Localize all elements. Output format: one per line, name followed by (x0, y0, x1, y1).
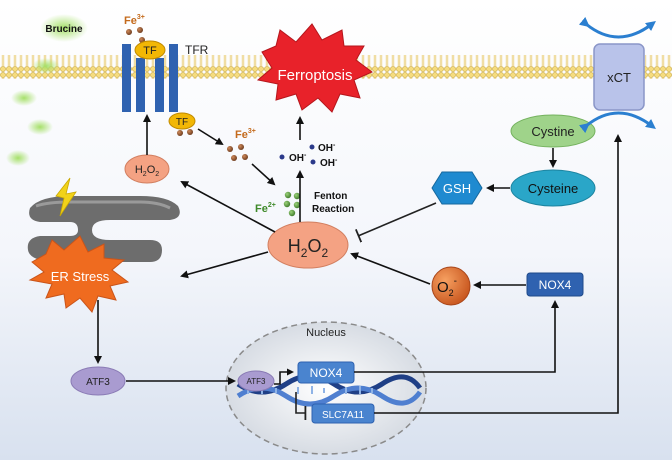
oh-label-1: OH- (318, 142, 336, 154)
arrow-fe3-to-fe2 (251, 163, 276, 186)
cysteine-node (510, 169, 596, 207)
ferroptosis-burst (256, 23, 373, 113)
fenton-label-1: Fenton (314, 191, 347, 202)
ferroptosis-label: Ferroptosis (277, 67, 352, 84)
h2o2-central-label: H2O2 (288, 236, 329, 260)
tf-top-label: TF (143, 45, 157, 57)
er-stress-burst (28, 235, 130, 313)
atf3-node-label: ATF3 (86, 377, 110, 388)
arrow-h2o2-to-er (180, 251, 269, 279)
brucine-molecules (6, 14, 88, 166)
atf3-node (70, 366, 126, 396)
xct-transporter (578, 16, 656, 134)
fe3-top-label: Fe3+ (124, 14, 145, 27)
superoxide-label: O2- (437, 276, 457, 298)
nox4-protein-label: NOX4 (539, 278, 572, 292)
iron-particles-fe2 (283, 191, 301, 217)
endoplasmic-reticulum (27, 196, 180, 262)
arrow-slc7a11-to-xct (374, 134, 622, 414)
superoxide-node (431, 266, 471, 306)
er-stress-label: ER Stress (51, 269, 110, 284)
inhibit-gsh-to-h2o2 (354, 202, 437, 243)
fenton-label-2: Reaction (312, 204, 354, 215)
tf-lower-label: TF (176, 117, 188, 128)
xct-label: xCT (607, 70, 631, 85)
tfr-receptor (122, 44, 178, 112)
slc7a11-gene-label: SLC7A11 (322, 410, 365, 421)
cysteine-label: Cysteine (528, 181, 579, 196)
oh-label-2: OH- (289, 152, 307, 164)
atf3-dna-label: ATF3 (247, 377, 267, 386)
arrow-tf-to-fe3 (197, 128, 224, 146)
nox4-protein-box (526, 272, 584, 297)
inhibit-atf3-to-slc7a11 (295, 392, 307, 420)
h2o2-small-label: H2O2 (135, 164, 159, 178)
arrow-o2-to-h2o2 (350, 252, 431, 285)
tf-top (134, 40, 166, 60)
arrow-atf3-to-nox4-gene (274, 368, 294, 385)
nox4-gene-label: NOX4 (310, 366, 343, 380)
gsh-node (431, 171, 483, 205)
iron-particles-tf (177, 129, 193, 136)
lightning-icon (55, 177, 77, 217)
arrow-h2o2-to-small-h2o2 (180, 181, 276, 233)
arrow-nox4-gene-to-protein (354, 300, 559, 373)
hydroxyl-radicals (279, 144, 316, 165)
atf3-dna-node (237, 370, 275, 392)
fe3-mid-label: Fe3+ (235, 128, 256, 141)
nucleus-label: Nucleus (306, 327, 346, 339)
gsh-label: GSH (443, 181, 471, 196)
h2o2-central-node (267, 221, 349, 269)
pathway-arrows (94, 114, 622, 420)
tf-lower (168, 112, 196, 130)
oh-label-3: OH- (320, 157, 338, 169)
tfr-label: TFR (185, 43, 209, 57)
brucine-label: Brucine (45, 24, 83, 35)
iron-particles-mid (227, 144, 248, 161)
fe2-label: Fe2+ (255, 202, 276, 215)
cystine-label: Cystine (531, 124, 574, 139)
nucleus (225, 321, 427, 455)
